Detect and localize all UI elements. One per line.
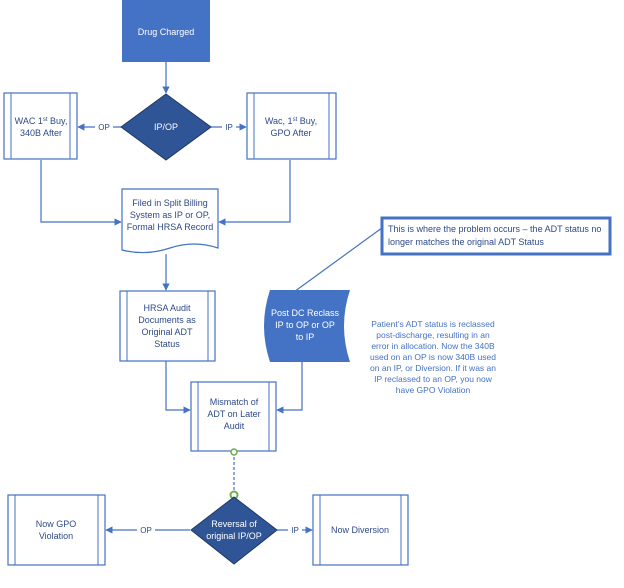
node-mismatch-line-1: Mismatch of	[210, 397, 259, 407]
node-filed-line-1: Filed in Split Billing	[132, 198, 208, 208]
node-wac-gpo-line-2: GPO After	[270, 128, 311, 138]
callout-line-1: This is where the problem occurs – the A…	[388, 224, 601, 234]
node-post-dc-reclass: Post DC Reclass IP to OP or OP to IP	[264, 290, 350, 362]
node-now-gpo-line-1: Now GPO	[36, 519, 77, 529]
node-wac-340b-line-2: 340B After	[20, 128, 62, 138]
node-hrsa-audit: HRSA Audit Documents as Original ADT Sta…	[119, 290, 216, 362]
node-reversal-line-1: Reversal of	[211, 519, 257, 529]
note-line-5: on an IP, or Diversion. If it was an	[370, 363, 496, 373]
node-mismatch-line-2: ADT on Later	[207, 409, 260, 419]
note-line-3: error in allocation. Now the 340B	[371, 341, 495, 351]
node-hrsa-line-1: HRSA Audit	[143, 303, 191, 313]
node-now-diversion: Now Diversion	[312, 494, 409, 566]
node-reversal-decision: Reversal of original IP/OP	[190, 496, 278, 565]
node-hrsa-line-2: Documents as	[138, 315, 196, 325]
note-line-1: Patient’s ADT status is reclassed	[371, 319, 495, 329]
edge-wac340b-to-filed	[40, 160, 122, 226]
node-filed-line-2: System as IP or OP,	[130, 210, 210, 220]
node-post-dc-line-1: Post DC Reclass	[271, 308, 340, 318]
connector-dot-top	[230, 448, 238, 456]
node-filed-line-3: Formal HRSA Record	[127, 222, 214, 232]
edge-label-ip-top: IP	[225, 123, 233, 132]
note-line-7: have GPO Violation	[396, 385, 471, 395]
edge-callout-to-postdc	[286, 224, 387, 298]
note-line-2: post-discharge, resulting in an	[376, 330, 490, 340]
node-drug-charged-label: Drug Charged	[138, 27, 195, 37]
edge-label-ip-bottom: IP	[291, 526, 299, 535]
note-line-4: used on an OP is now 340B used	[370, 352, 496, 362]
edge-label-op-top: OP	[98, 123, 110, 132]
edge-hrsa-to-mismatch	[165, 361, 191, 414]
edge-label-op-bottom: OP	[140, 526, 152, 535]
node-mismatch-line-3: Audit	[224, 421, 245, 431]
node-drug-charged: Drug Charged	[122, 0, 210, 62]
explanatory-note: Patient’s ADT status is reclassed post-d…	[370, 319, 496, 395]
node-post-dc-line-2: IP to OP or OP	[275, 320, 335, 330]
node-reversal-line-2: original IP/OP	[206, 531, 262, 541]
callout-line-2: longer matches the original ADT Status	[388, 237, 544, 247]
node-now-gpo-line-2: Violation	[39, 531, 73, 541]
node-wac-340b-line-1: WAC 1st Buy,	[15, 116, 68, 126]
node-hrsa-line-3: Original ADT	[141, 327, 193, 337]
node-ip-op-label: IP/OP	[154, 122, 178, 132]
node-wac-gpo: Wac, 1st Buy, GPO After	[246, 92, 337, 160]
node-now-diversion-label: Now Diversion	[331, 525, 389, 535]
node-mismatch: Mismatch of ADT on Later Audit	[190, 381, 277, 452]
node-wac-gpo-line-1: Wac, 1st Buy,	[265, 116, 317, 126]
node-filed-split-billing: Filed in Split Billing System as IP or O…	[121, 188, 219, 254]
node-post-dc-line-3: to IP	[296, 332, 315, 342]
node-wac-340b: WAC 1st Buy, 340B After	[3, 92, 78, 160]
node-ip-op-decision: IP/OP	[120, 93, 212, 161]
node-hrsa-line-4: Status	[154, 339, 180, 349]
edge-postdc-to-mismatch	[276, 362, 303, 414]
node-now-gpo-violation: Now GPO Violation	[7, 494, 106, 566]
callout-problem: This is where the problem occurs – the A…	[380, 216, 612, 256]
edge-wacgpo-to-filed	[218, 160, 291, 226]
note-line-6: IP reclassed to an OP, you now	[374, 374, 493, 384]
